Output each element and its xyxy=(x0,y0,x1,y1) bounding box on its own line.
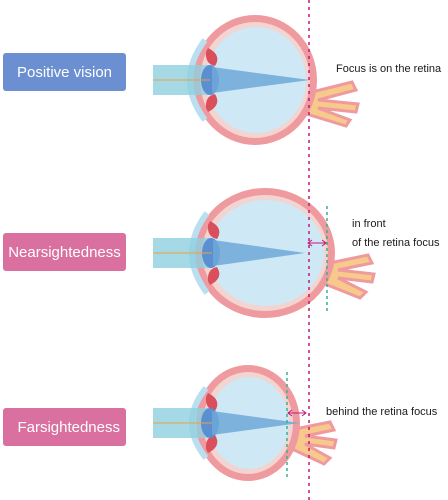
iris-lower xyxy=(205,435,218,453)
focus-cone xyxy=(213,240,305,266)
eye-farsightedness xyxy=(153,365,338,481)
eye-positive-vision xyxy=(153,15,360,145)
optic-nerve xyxy=(288,420,338,466)
farsightedness-label: Farsightedness xyxy=(3,408,126,446)
positive-vision-label: Positive vision xyxy=(3,53,126,91)
iris-upper xyxy=(205,393,218,411)
iris-lower xyxy=(205,94,218,112)
positive-vision-note: Focus is on the retina xyxy=(336,63,442,75)
farsightedness-note: behind the retina focus xyxy=(326,406,438,418)
iris-lower xyxy=(207,267,220,285)
focus-cone xyxy=(212,411,300,435)
nearsightedness-note-line-2: of the retina focus xyxy=(352,237,440,249)
iris-upper xyxy=(207,221,220,239)
iris-upper xyxy=(205,48,218,66)
focus-cone xyxy=(212,67,310,93)
nearsightedness-note-line-1: in front xyxy=(352,218,386,230)
nearsightedness-label: Nearsightedness xyxy=(3,233,126,271)
eye-nearsightedness xyxy=(153,188,376,318)
